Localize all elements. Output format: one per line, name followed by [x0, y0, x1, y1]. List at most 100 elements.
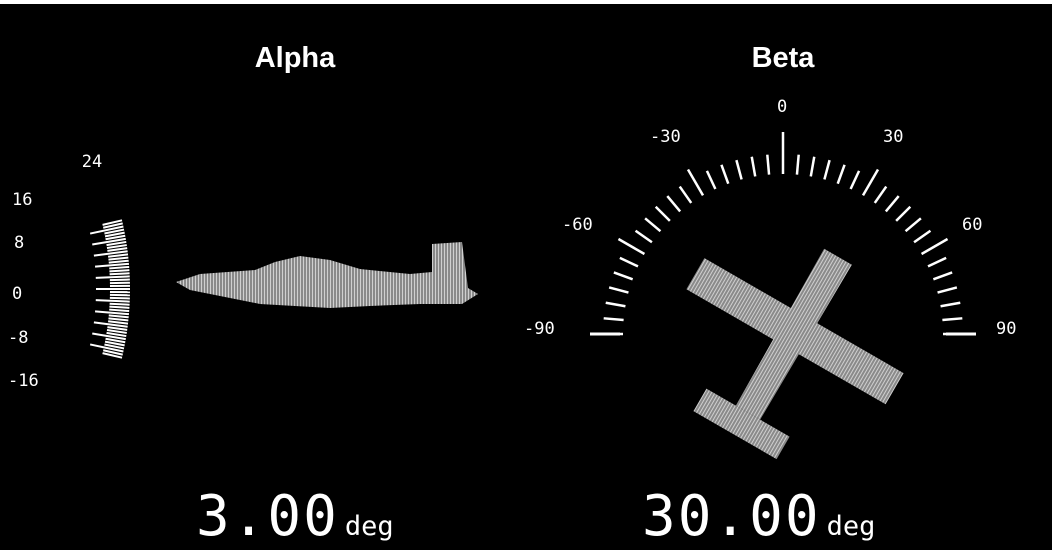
beta-tick — [619, 256, 639, 268]
alpha-tick-label: 0 — [12, 284, 22, 304]
beta-tick — [705, 170, 717, 190]
alpha-tick — [105, 337, 126, 344]
beta-tick — [913, 229, 932, 244]
beta-tick — [927, 256, 947, 268]
beta-tick-label: 60 — [962, 215, 982, 235]
alpha-tick-label: 16 — [12, 190, 32, 210]
beta-tick — [735, 159, 743, 180]
beta-tick — [795, 154, 800, 175]
alpha-tick — [95, 299, 130, 303]
alpha-tick-label: 8 — [14, 233, 24, 253]
alpha-tick — [109, 272, 130, 276]
beta-tick — [605, 301, 626, 308]
alpha-tick — [106, 331, 127, 338]
beta-unit: deg — [826, 511, 876, 542]
alpha-tick — [94, 262, 130, 268]
alpha-tick — [108, 320, 129, 325]
alpha-tick — [106, 240, 127, 247]
beta-tick-label: -90 — [524, 319, 555, 339]
beta-tick — [809, 156, 816, 177]
beta-tick-label: 0 — [777, 97, 787, 117]
alpha-tick — [107, 247, 128, 252]
beta-tick — [861, 168, 880, 197]
alpha-tick — [104, 231, 125, 238]
alpha-tick — [109, 296, 130, 300]
beta-tick — [942, 317, 963, 322]
beta-tick — [644, 217, 662, 233]
aircraft-top-view-icon — [686, 248, 904, 460]
alpha-tick — [109, 308, 130, 313]
beta-tick-label: 30 — [883, 127, 903, 147]
beta-scale — [590, 132, 976, 336]
alpha-tick — [95, 275, 130, 279]
beta-tick — [634, 229, 653, 244]
alpha-tick — [94, 310, 130, 316]
alpha-tick — [102, 352, 123, 359]
beta-tick — [920, 237, 949, 256]
beta-tick — [603, 317, 624, 322]
beta-tick — [823, 159, 831, 180]
alpha-tick — [107, 326, 128, 331]
beta-tick — [613, 271, 634, 281]
beta-tick — [873, 185, 888, 204]
beta-tick — [678, 185, 693, 204]
alpha-tick — [108, 317, 129, 322]
alpha-title: Alpha — [254, 42, 336, 74]
gauge-canvas: 24 16 8 0 -8 -16 -90 -60 -30 0 30 60 90 — [8, 97, 1016, 460]
alpha-tick-label: -16 — [8, 371, 39, 391]
alpha-tick — [93, 250, 128, 257]
alpha-tick — [92, 332, 126, 341]
beta-tick — [617, 237, 646, 256]
beta-tick-label: -30 — [650, 127, 681, 147]
alpha-tick — [104, 340, 125, 347]
alpha-tick — [109, 278, 130, 282]
alpha-tick-label: -8 — [8, 328, 28, 348]
alpha-tick — [109, 302, 130, 306]
alpha-tick — [106, 244, 127, 249]
alpha-unit: deg — [344, 511, 394, 542]
beta-tick — [750, 156, 757, 177]
alpha-tick — [109, 269, 130, 273]
alpha-tick — [108, 253, 129, 258]
alpha-tick — [103, 222, 123, 229]
beta-tick — [904, 217, 922, 233]
alpha-tick — [103, 349, 123, 356]
beta-value: 30.00 — [642, 484, 821, 549]
beta-tick — [720, 164, 730, 185]
alpha-tick — [89, 225, 124, 235]
alpha-tick — [108, 259, 129, 264]
alpha-tick — [109, 265, 130, 270]
alpha-tick — [102, 219, 123, 226]
beta-tick — [940, 301, 961, 308]
alpha-tick — [104, 343, 125, 350]
alpha-tick-label: 24 — [82, 152, 102, 172]
alpha-tick — [93, 321, 128, 328]
beta-tick — [686, 168, 705, 197]
beta-tick — [884, 195, 900, 213]
alpha-value: 3.00 — [196, 484, 339, 549]
alpha-tick — [89, 343, 124, 353]
alpha-tick — [108, 256, 129, 261]
beta-tick — [895, 205, 912, 222]
beta-tick — [654, 205, 671, 222]
beta-tick-label: 90 — [996, 319, 1016, 339]
alpha-tick — [92, 237, 126, 246]
beta-tick — [849, 170, 861, 190]
alpha-tick — [108, 314, 129, 319]
beta-tick — [666, 195, 682, 213]
beta-tick — [932, 271, 953, 281]
alpha-scale — [89, 219, 130, 359]
beta-tick-label: -60 — [562, 215, 593, 235]
alpha-tick — [104, 228, 125, 235]
beta-tick — [836, 164, 846, 185]
beta-tick — [766, 154, 771, 175]
alpha-tick — [106, 329, 127, 334]
beta-title: Beta — [751, 42, 815, 74]
beta-tick — [937, 286, 958, 294]
alpha-tick — [105, 234, 126, 241]
beta-tick — [608, 286, 629, 294]
aircraft-side-view-icon — [176, 242, 478, 308]
alpha-tick — [109, 305, 130, 309]
